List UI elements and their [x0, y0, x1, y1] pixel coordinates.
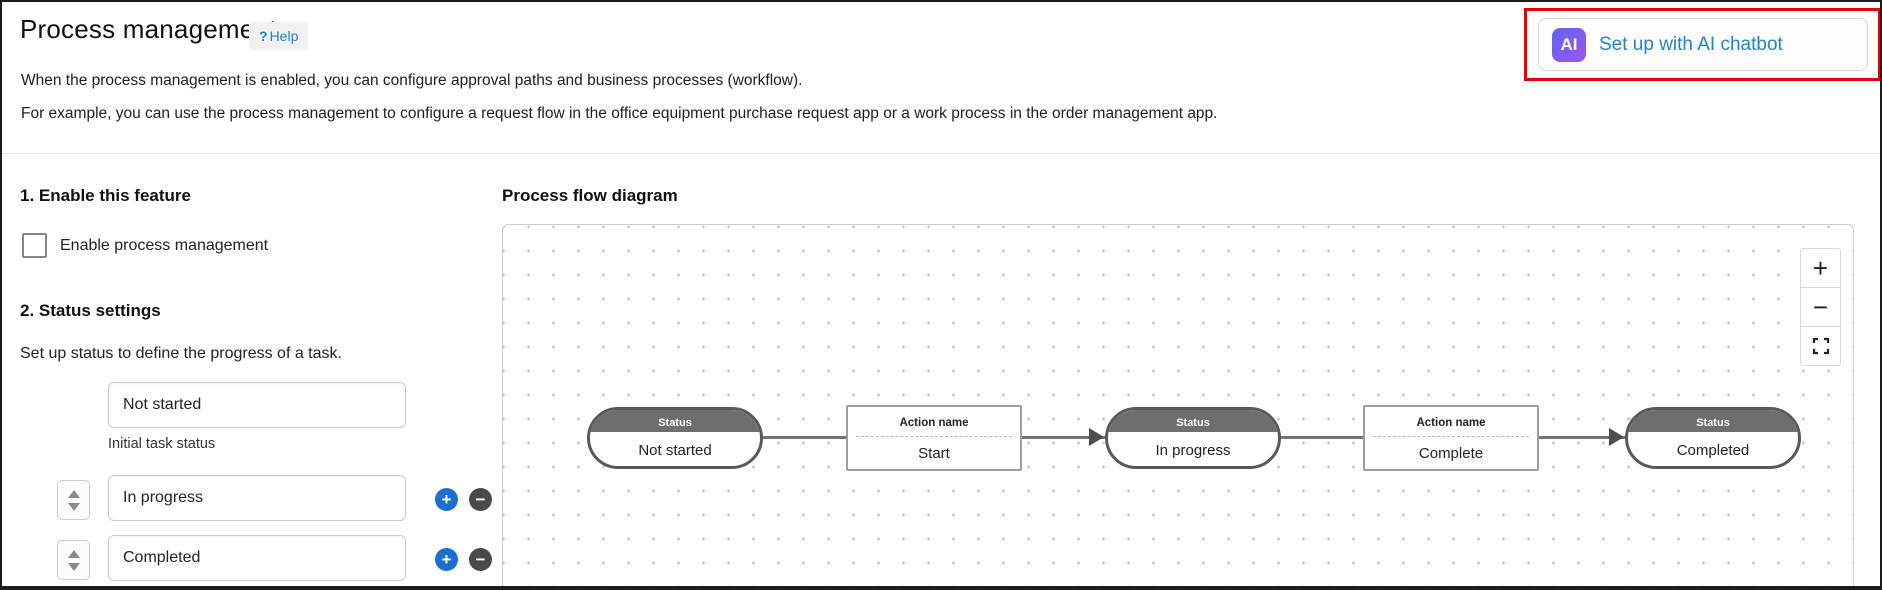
arrow-right-icon: [1089, 428, 1104, 446]
status-node-title: Status: [590, 410, 760, 434]
process-flow-diagram-canvas[interactable]: Status Not started Action name Start Sta…: [502, 224, 1854, 586]
enable-process-management-label: Enable process management: [60, 237, 269, 254]
status-settings-heading: 2. Status settings: [20, 301, 161, 320]
chevron-up-icon: [67, 489, 80, 498]
setup-ai-chatbot-label: Set up with AI chatbot: [1599, 33, 1783, 55]
header-divider: [2, 153, 1880, 154]
add-status-button[interactable]: +: [435, 548, 458, 571]
reorder-status-stepper[interactable]: [57, 540, 90, 580]
zoom-in-button[interactable]: +: [1800, 248, 1841, 288]
status-node-title: Status: [1108, 410, 1278, 434]
arrow-right-icon: [1609, 428, 1624, 446]
zoom-out-button[interactable]: −: [1800, 287, 1841, 327]
flow-node-action-start[interactable]: Action name Start: [846, 405, 1022, 471]
minus-icon: −: [475, 490, 486, 509]
zoom-out-icon: −: [1812, 291, 1829, 322]
help-link-label: Help: [269, 28, 299, 44]
action-node-separator: [856, 436, 1012, 437]
remove-status-button[interactable]: −: [469, 488, 492, 511]
initial-status-input[interactable]: [108, 382, 406, 428]
flow-node-action-complete[interactable]: Action name Complete: [1363, 405, 1539, 471]
page-description: When the process management is enabled, …: [21, 64, 1217, 130]
status-input[interactable]: [108, 535, 406, 581]
chevron-down-icon: [67, 502, 80, 511]
flow-node-status-in-progress[interactable]: Status In progress: [1105, 407, 1281, 469]
status-node-label: Completed: [1676, 441, 1750, 459]
status-node-label: In progress: [1155, 441, 1231, 459]
action-node-label: Complete: [1418, 444, 1484, 462]
minus-icon: −: [475, 550, 486, 569]
plus-icon: +: [441, 550, 452, 569]
page-description-line2: For example, you can use the process man…: [21, 105, 1218, 122]
remove-status-button[interactable]: −: [469, 548, 492, 571]
fullscreen-button[interactable]: [1800, 326, 1841, 366]
enable-process-management-checkbox[interactable]: [22, 233, 47, 258]
process-flow-diagram-heading: Process flow diagram: [502, 186, 678, 205]
annotation-highlight-box: [1524, 8, 1880, 81]
setup-ai-chatbot-button[interactable]: AI Set up with AI chatbot: [1538, 18, 1868, 71]
status-settings-description: Set up status to define the progress of …: [20, 345, 342, 362]
plus-icon: +: [441, 490, 452, 509]
flow-node-status-completed[interactable]: Status Completed: [1625, 407, 1801, 469]
help-link[interactable]: ? Help: [249, 22, 309, 50]
flow-node-status-not-started[interactable]: Status Not started: [587, 407, 763, 469]
zoom-in-icon: +: [1812, 252, 1829, 283]
ai-chatbot-icon: AI: [1552, 27, 1586, 62]
status-input[interactable]: [108, 475, 406, 521]
help-icon: ?: [259, 28, 268, 44]
chevron-up-icon: [67, 549, 80, 558]
enable-feature-heading: 1. Enable this feature: [20, 186, 191, 205]
reorder-status-stepper[interactable]: [57, 480, 90, 520]
chevron-down-icon: [67, 562, 80, 571]
status-node-title: Status: [1628, 410, 1798, 434]
add-status-button[interactable]: +: [435, 488, 458, 511]
page-title: Process management: [20, 14, 277, 44]
action-node-label: Start: [918, 444, 950, 462]
fullscreen-icon: [1812, 337, 1829, 355]
action-node-title: Action name: [1416, 417, 1486, 429]
status-node-label: Not started: [638, 441, 712, 459]
page-description-line1: When the process management is enabled, …: [21, 72, 803, 89]
diagram-zoom-controls: + −: [1800, 248, 1841, 366]
action-node-separator: [1373, 436, 1529, 437]
action-node-title: Action name: [899, 417, 969, 429]
initial-status-note: Initial task status: [108, 436, 216, 452]
